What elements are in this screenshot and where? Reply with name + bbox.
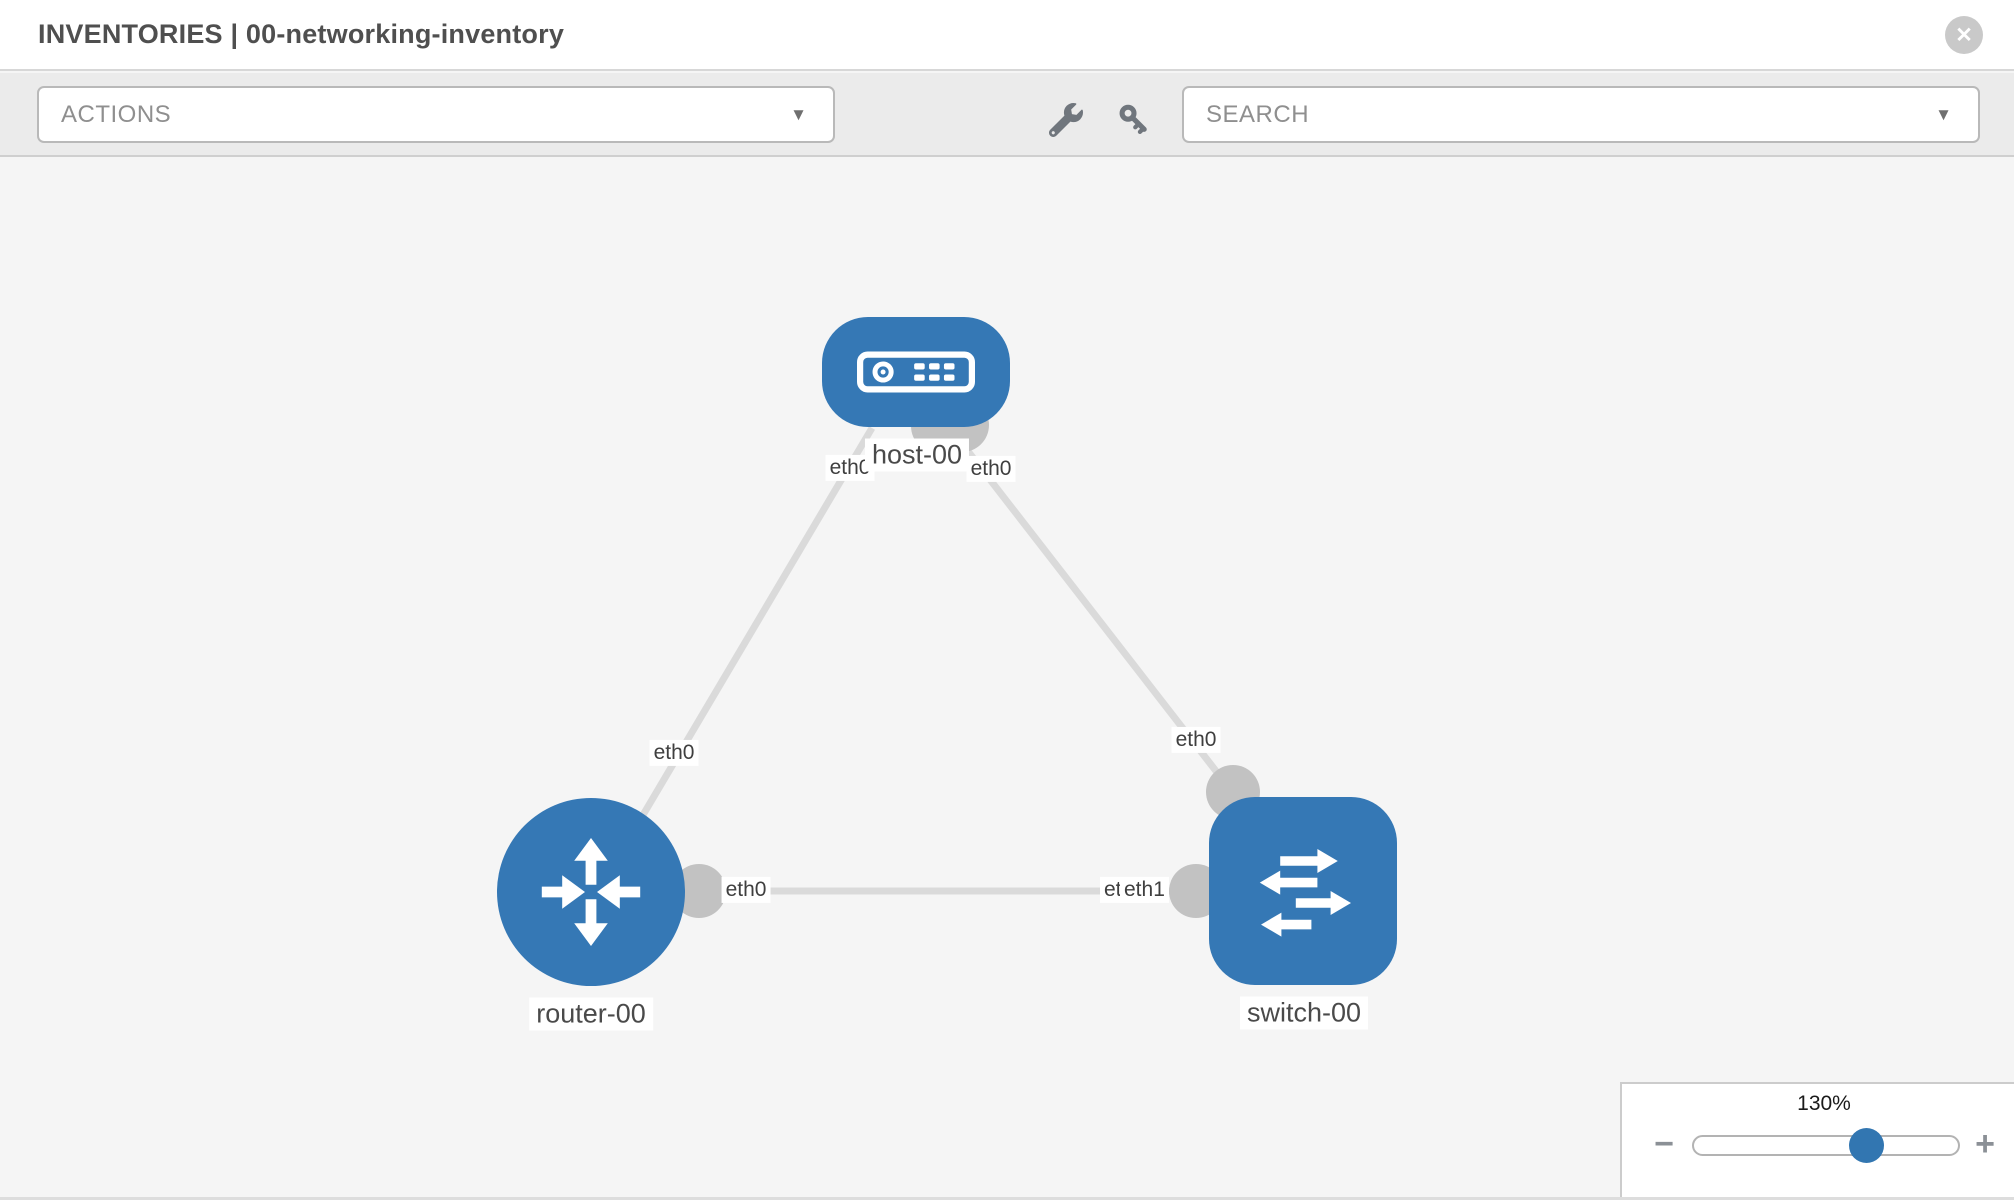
node-switch-00[interactable]	[1209, 797, 1397, 985]
node-label-host-00: host-00	[864, 438, 970, 472]
zoom-slider-handle[interactable]	[1849, 1128, 1884, 1163]
toolbar: ACTIONS ▼ SEARCH ▼	[0, 73, 2014, 157]
node-host-00[interactable]	[822, 317, 1010, 427]
interface-label-router-eth0-lan: eth0	[721, 876, 771, 904]
zoom-out-button[interactable]: −	[1654, 1124, 1674, 1163]
switch-icon	[1259, 849, 1351, 937]
zoom-level-value: 130%	[1797, 1092, 1851, 1115]
zoom-panel: 130% − +	[1620, 1082, 2014, 1197]
search-dropdown[interactable]: SEARCH ▼	[1182, 86, 1980, 143]
actions-dropdown[interactable]: ACTIONS ▼	[37, 86, 835, 143]
interface-label-router-eth0-uplink: eth0	[649, 739, 699, 767]
node-router-00[interactable]	[497, 798, 685, 986]
router-icon	[541, 838, 641, 946]
wrench-icon[interactable]	[1044, 98, 1088, 142]
node-label-router-00: router-00	[529, 997, 653, 1031]
topology-links-layer	[639, 398, 1260, 918]
key-icon[interactable]	[1112, 98, 1156, 142]
interface-label-host-eth0-right: eth0	[966, 455, 1016, 483]
close-icon-glyph: ✕	[1955, 23, 1973, 47]
title-bar: INVENTORIES | 00-networking-inventory ✕	[0, 0, 2014, 71]
host-icon	[857, 351, 975, 393]
chevron-down-icon: ▼	[790, 104, 807, 124]
topology-canvas[interactable]: eth0 eth0 eth0 eth0 eth0 eth0 eth1 host-…	[0, 157, 2014, 1200]
interface-label-switch-eth0-uplink: eth0	[1171, 726, 1221, 754]
zoom-slider[interactable]	[1692, 1128, 1960, 1163]
page-title: INVENTORIES | 00-networking-inventory	[38, 19, 565, 49]
zoom-in-button[interactable]: +	[1975, 1124, 1995, 1163]
interface-label-switch-eth1-lan: eth1	[1120, 876, 1169, 904]
node-label-switch-00: switch-00	[1239, 996, 1369, 1030]
chevron-down-icon: ▼	[1935, 104, 1952, 124]
actions-dropdown-label: ACTIONS	[61, 100, 172, 128]
search-dropdown-label: SEARCH	[1206, 100, 1310, 128]
port-router-eth0[interactable]	[672, 864, 726, 918]
close-icon[interactable]: ✕	[1945, 16, 1983, 54]
